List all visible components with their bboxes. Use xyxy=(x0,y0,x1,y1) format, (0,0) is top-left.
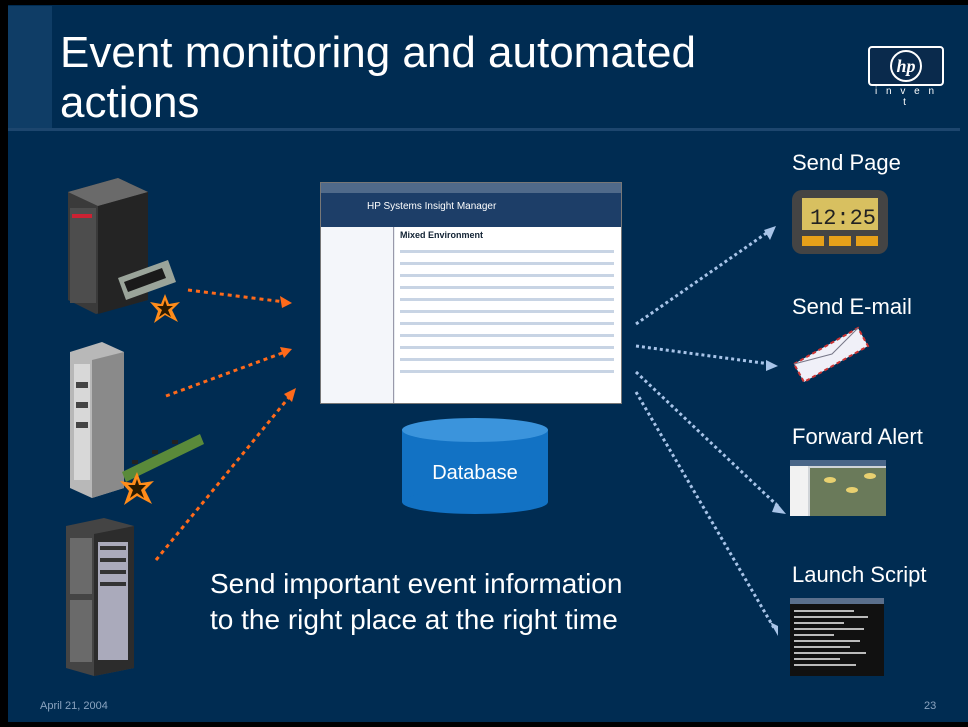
action-label-send-email: Send E-mail xyxy=(792,294,912,319)
slide-frame-bottom xyxy=(0,722,968,727)
screenshot-header: HP Systems Insight Manager xyxy=(321,193,621,227)
screenshot-app-name: HP Systems Insight Manager xyxy=(367,201,497,212)
screenshot-row xyxy=(400,274,614,277)
pager-icon: 12:25 xyxy=(792,190,888,254)
screenshot-row xyxy=(400,250,614,253)
action-label-launch-script: Launch Script xyxy=(792,562,927,587)
screenshot-row xyxy=(400,262,614,265)
title-divider xyxy=(8,128,960,131)
database-label: Database xyxy=(432,462,518,484)
slide-title: Event monitoring and automated actions xyxy=(60,28,696,127)
screenshot-toolbar xyxy=(321,183,621,193)
slide-frame-top xyxy=(0,0,968,5)
server-tower-icon xyxy=(68,178,176,314)
server-rack-icon xyxy=(70,342,204,498)
screenshot-row xyxy=(400,358,614,361)
terminal-icon xyxy=(790,598,884,676)
hp-logo-icon: hp xyxy=(868,46,944,86)
hp-logo-mark: hp xyxy=(890,50,922,82)
alert-console-icon xyxy=(790,460,886,516)
error-starburst-icon xyxy=(150,294,180,323)
screenshot-row xyxy=(400,310,614,313)
slide-frame-left xyxy=(0,0,8,727)
logo-tagline: i n v e n t xyxy=(874,86,938,108)
action-label-send-page: Send Page xyxy=(792,150,901,175)
title-accent-bar xyxy=(8,6,52,128)
database-cylinder: Database xyxy=(400,416,550,516)
database-icon xyxy=(402,418,548,514)
footer-date: April 21, 2004 xyxy=(40,700,108,712)
storage-rack-icon xyxy=(66,518,134,676)
tagline-line-2: to the right place at the right time xyxy=(210,604,618,635)
screenshot-row xyxy=(400,334,614,337)
screenshot-main xyxy=(395,227,621,403)
sim-screenshot: HP Systems Insight Manager xyxy=(320,182,622,404)
error-starburst-icon xyxy=(120,472,154,505)
screenshot-sidebar xyxy=(321,227,394,403)
screenshot-panel-title: Mixed Environment xyxy=(400,230,484,240)
tagline-line-1: Send important event information xyxy=(210,568,623,599)
screenshot-row xyxy=(400,322,614,325)
action-label-forward-alert: Forward Alert xyxy=(792,424,923,449)
screenshot-row xyxy=(400,370,614,373)
screenshot-row xyxy=(400,286,614,289)
envelope-icon xyxy=(792,326,870,384)
page-number: 23 xyxy=(924,700,937,712)
screenshot-row xyxy=(400,346,614,349)
pager-time: 12:25 xyxy=(810,206,876,231)
screenshot-row xyxy=(400,298,614,301)
tagline: Send important event information to the … xyxy=(210,566,622,638)
